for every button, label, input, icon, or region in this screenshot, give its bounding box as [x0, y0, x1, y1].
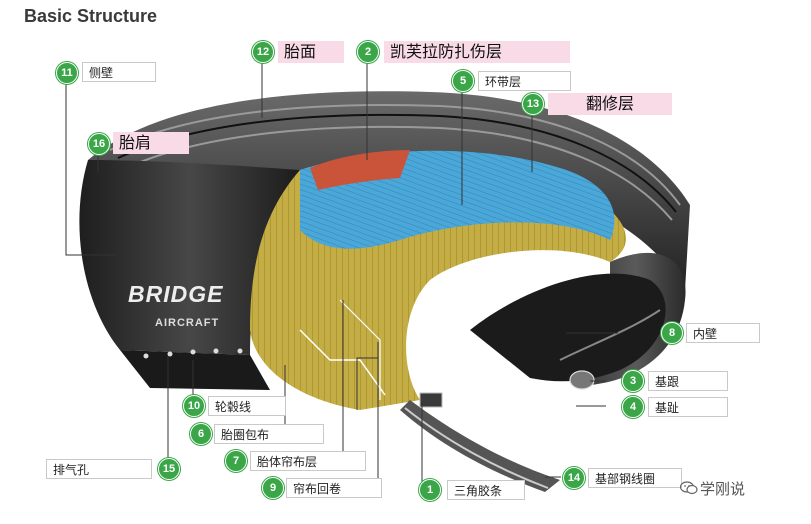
callout-label-15: 排气孔: [46, 459, 152, 479]
callout-badge-10: 10: [183, 395, 205, 417]
callout-label-1: 三角胶条: [447, 480, 525, 500]
callout-badge-15: 15: [158, 458, 180, 480]
tire-brand-logo: BRIDGE: [128, 281, 223, 307]
callout-badge-8: 8: [661, 322, 683, 344]
callout-badge-14: 14: [563, 467, 585, 489]
callout-label-9: 帘布回卷: [286, 478, 382, 498]
callout-label-7: 胎体帘布层: [250, 451, 366, 471]
callout-badge-16: 16: [88, 133, 110, 155]
callout-badge-6: 6: [190, 423, 212, 445]
callout-label-6: 胎圈包布: [214, 424, 324, 444]
callout-label-10: 轮毂线: [208, 396, 286, 416]
callout-label-2: 凯芙拉防扎伤层: [384, 41, 570, 63]
callout-label-5: 环带层: [478, 71, 571, 91]
callout-badge-12: 12: [252, 41, 274, 63]
callout-badge-1: 1: [419, 479, 441, 501]
diagram-title: Basic Structure: [24, 6, 158, 26]
callout-badge-4: 4: [622, 396, 644, 418]
callout-label-16: 胎肩: [113, 132, 189, 154]
callout-badge-7: 7: [225, 450, 247, 472]
callout-badge-11: 11: [56, 62, 78, 84]
callout-label-4: 基趾: [648, 397, 728, 417]
callout-badge-2: 2: [357, 41, 379, 63]
callout-label-13: 翻修层: [548, 93, 672, 115]
watermark-text: 学刚说: [700, 480, 746, 498]
callout-badge-9: 9: [262, 477, 284, 499]
callout-label-8: 内壁: [686, 323, 760, 343]
callout-label-12: 胎面: [278, 41, 344, 63]
callout-label-3: 基跟: [648, 371, 728, 391]
tire-aircraft-text: AIRCRAFT: [155, 317, 219, 329]
callout-badge-5: 5: [452, 70, 474, 92]
callout-label-11: 侧壁: [82, 62, 156, 82]
callout-label-14: 基部钢线圈: [588, 468, 682, 488]
wechat-icon: [680, 481, 698, 495]
callout-badge-13: 13: [522, 93, 544, 115]
callout-badge-3: 3: [622, 370, 644, 392]
